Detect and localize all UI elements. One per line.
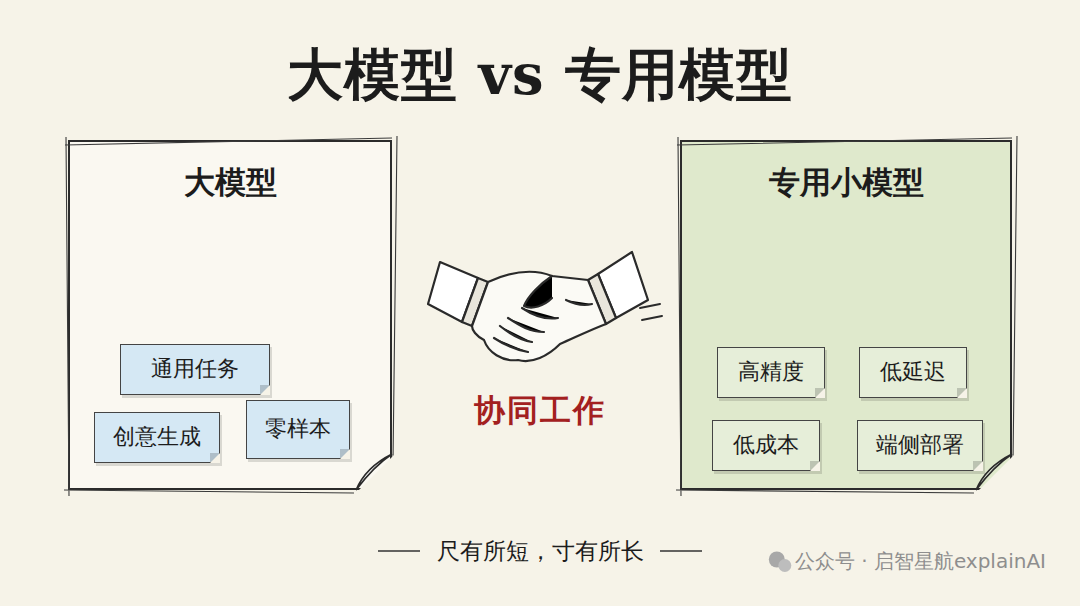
caption-rule bbox=[378, 550, 420, 552]
panel-heading: 大模型 bbox=[70, 162, 390, 204]
feature-note: 创意生成 bbox=[94, 412, 220, 463]
feature-note: 零样本 bbox=[246, 400, 350, 459]
note-text: 高精度 bbox=[738, 358, 804, 387]
feature-note: 高精度 bbox=[717, 347, 825, 398]
watermark-icon bbox=[769, 552, 792, 573]
note-text: 低延迟 bbox=[880, 358, 946, 387]
model-panel: 专用小模型高精度 低延迟低成本 端侧部署 bbox=[680, 140, 1012, 490]
feature-note: 低成本 bbox=[712, 420, 820, 471]
note-text: 端侧部署 bbox=[876, 431, 964, 460]
handshake-icon bbox=[428, 252, 662, 361]
model-panel: 大模型通用任务创意生成 零样本 bbox=[68, 140, 392, 490]
caption: 尺有所短，寸有所长 bbox=[340, 536, 740, 567]
note-text: 低成本 bbox=[733, 431, 799, 460]
title: 大模型 vs 专用模型 bbox=[0, 38, 1080, 114]
caption-rule bbox=[660, 550, 702, 552]
center-label: 协同工作 bbox=[420, 390, 660, 432]
note-text: 通用任务 bbox=[151, 355, 239, 384]
note-text: 创意生成 bbox=[113, 423, 201, 452]
watermark: 公众号 · 启智星航explainAI bbox=[795, 548, 1046, 575]
feature-note: 低延迟 bbox=[859, 347, 967, 398]
note-text: 零样本 bbox=[265, 415, 331, 444]
panel-heading: 专用小模型 bbox=[682, 162, 1010, 204]
feature-note: 通用任务 bbox=[120, 344, 270, 395]
feature-note: 端侧部署 bbox=[857, 420, 983, 471]
